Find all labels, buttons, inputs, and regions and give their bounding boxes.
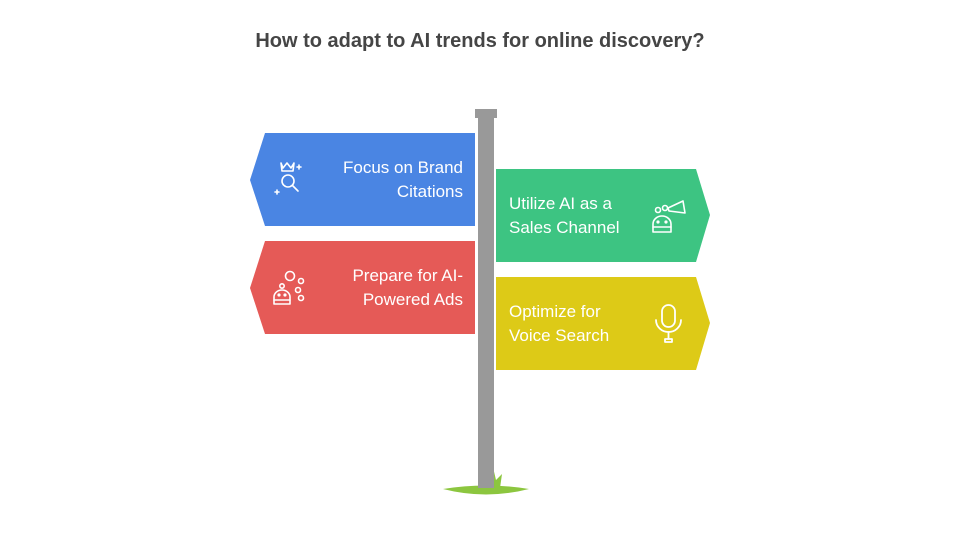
microphone-icon bbox=[655, 304, 682, 343]
sign-line: Voice Search bbox=[509, 326, 610, 345]
sign-line: Citations bbox=[396, 182, 463, 201]
sign-brand-citations-label: Focus on Brand Citations bbox=[300, 156, 463, 204]
sign-brand-citations-shape[interactable] bbox=[250, 133, 475, 226]
crown-search-icon bbox=[274, 162, 302, 195]
sign-sales-channel-shape[interactable] bbox=[496, 169, 710, 262]
signpost-cap bbox=[475, 109, 497, 118]
robot-megaphone-icon bbox=[652, 200, 686, 233]
sign-line: Focus on Brand bbox=[342, 158, 463, 177]
sign-line: Optimize for bbox=[509, 302, 601, 321]
sign-line: Prepare for AI- bbox=[352, 266, 463, 285]
sign-sales-channel-label: Utilize AI as a Sales Channel bbox=[509, 192, 649, 240]
signpost-pole bbox=[478, 118, 494, 488]
sign-ai-ads-shape[interactable] bbox=[250, 241, 475, 334]
sign-voice-search-label: Optimize for Voice Search bbox=[509, 300, 649, 348]
sign-line: Sales Channel bbox=[509, 218, 620, 237]
robot-bubbles-icon bbox=[273, 270, 305, 305]
diagram-title: How to adapt to AI trends for online dis… bbox=[255, 30, 705, 52]
sign-line: Powered Ads bbox=[362, 290, 463, 309]
sign-ai-ads-label: Prepare for AI- Powered Ads bbox=[320, 264, 463, 312]
sign-voice-search-shape[interactable] bbox=[496, 277, 710, 370]
sign-line: Utilize AI as a bbox=[509, 194, 612, 213]
grass-mound bbox=[443, 485, 529, 495]
